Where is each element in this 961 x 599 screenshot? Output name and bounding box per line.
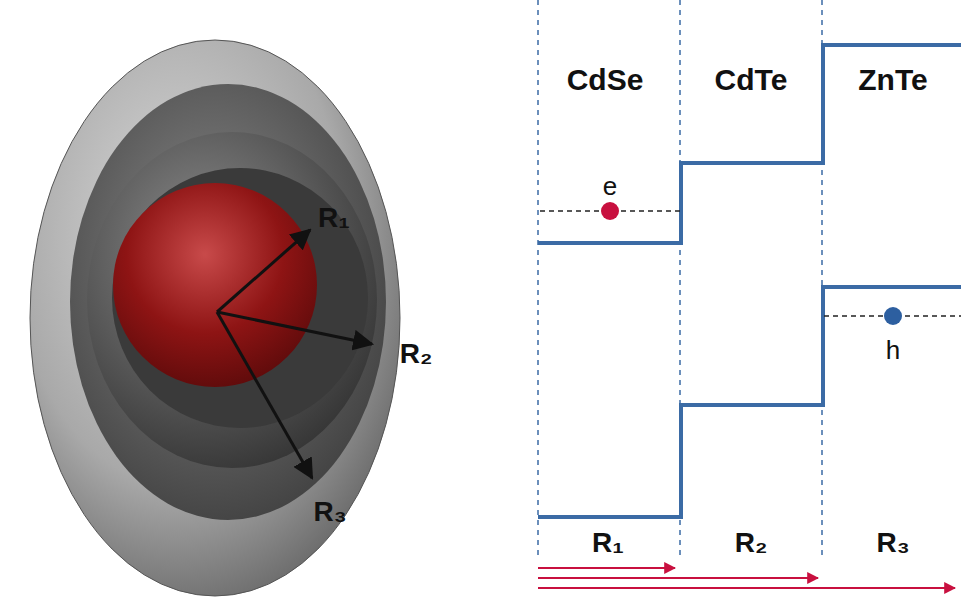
material-label: ZnTe <box>858 65 927 95</box>
radius-label: R₁ <box>592 529 624 557</box>
radius-label: R₃ <box>313 498 346 526</box>
radius-label: R₂ <box>735 529 768 557</box>
material-label: CdSe <box>567 65 644 95</box>
radius-label: R₁ <box>318 204 350 232</box>
electron-label: e <box>603 173 617 199</box>
core-shell-particle <box>30 40 400 596</box>
radius-label: R₂ <box>400 340 433 368</box>
radius-label: R₃ <box>876 529 909 557</box>
material-label: CdTe <box>715 65 788 95</box>
hole-label: h <box>886 337 900 363</box>
band-diagram <box>538 0 961 588</box>
